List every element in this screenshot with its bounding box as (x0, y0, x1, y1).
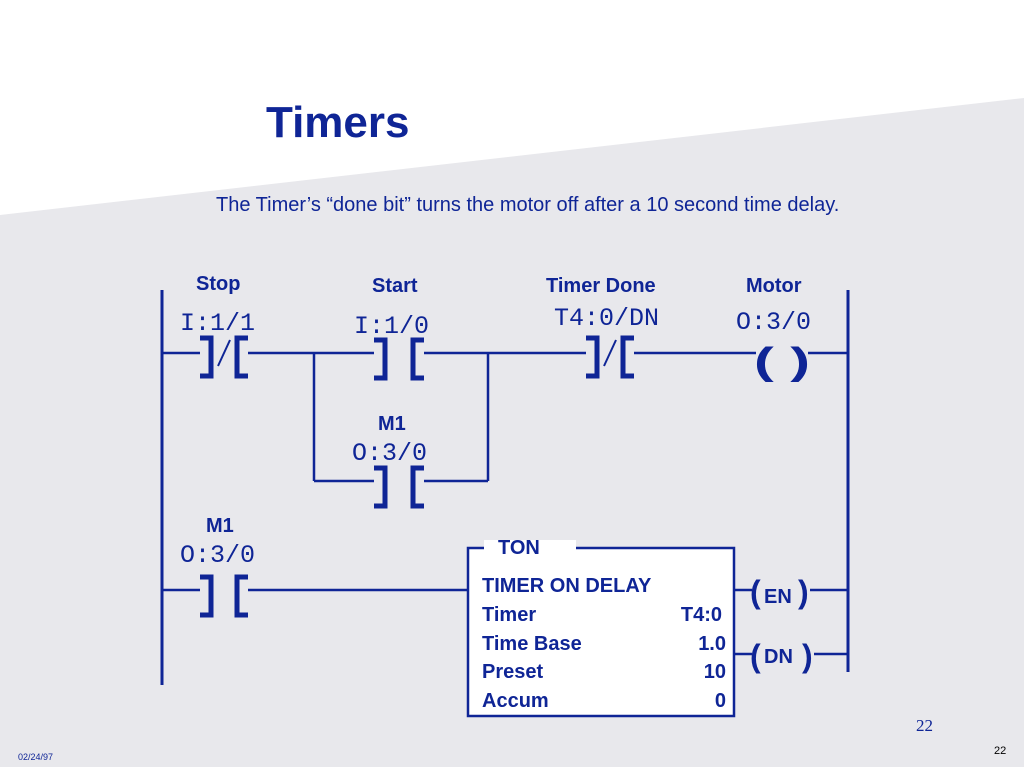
ton-row-preset-label: Preset (482, 661, 543, 683)
slide-title: Timers (266, 98, 410, 147)
timer-done-contact (586, 335, 634, 379)
ton-box-title: TIMER ON DELAY (482, 575, 652, 597)
motor-label: Motor (746, 275, 802, 297)
stop-address: I:1/1 (180, 309, 255, 338)
rung2-m1-address: O:3/0 (180, 541, 255, 570)
start-label: Start (372, 275, 418, 297)
timer-done-label: Timer Done (546, 275, 656, 297)
ton-box (466, 546, 736, 718)
ton-row-timer-label: Timer (482, 604, 536, 626)
branch-m1-label: M1 (378, 413, 406, 435)
start-contact (374, 337, 424, 381)
en-label: EN (764, 586, 792, 608)
slide-page-number: 22 (916, 716, 933, 735)
motor-coil: ( ) (754, 341, 810, 383)
dn-label: DN (764, 646, 793, 668)
motor-address: O:3/0 (736, 308, 811, 337)
ton-row-preset-value: 10 (704, 661, 726, 683)
stop-label: Stop (196, 273, 240, 295)
branch-m1-contact (374, 465, 424, 509)
ton-row-accum-value: 0 (715, 690, 726, 712)
ton-row-timer-value: T4:0 (681, 604, 722, 626)
stop-contact (200, 335, 248, 379)
timer-done-address: T4:0/DN (554, 304, 659, 333)
dn-paren-open: ( (750, 638, 761, 674)
ton-row-timebase-label: Time Base (482, 633, 582, 655)
en-paren-open: ( (750, 574, 761, 610)
ton-row-accum-label: Accum (482, 690, 549, 712)
slide-subtitle: The Timer’s “done bit” turns the motor o… (216, 194, 840, 216)
start-address: I:1/0 (354, 312, 429, 341)
branch-m1-address: O:3/0 (352, 439, 427, 468)
rung2-m1-contact (200, 574, 248, 618)
rung2-m1-label: M1 (206, 515, 234, 537)
ton-title-gap (484, 540, 576, 556)
footer-date: 02/24/97 (18, 752, 54, 762)
dn-paren-close: ) (802, 638, 813, 674)
footer-page-number: 22 (994, 745, 1007, 757)
ton-row-timebase-value: 1.0 (698, 633, 726, 655)
en-paren-close: ) (798, 574, 809, 610)
ton-instruction: TON (498, 537, 540, 559)
